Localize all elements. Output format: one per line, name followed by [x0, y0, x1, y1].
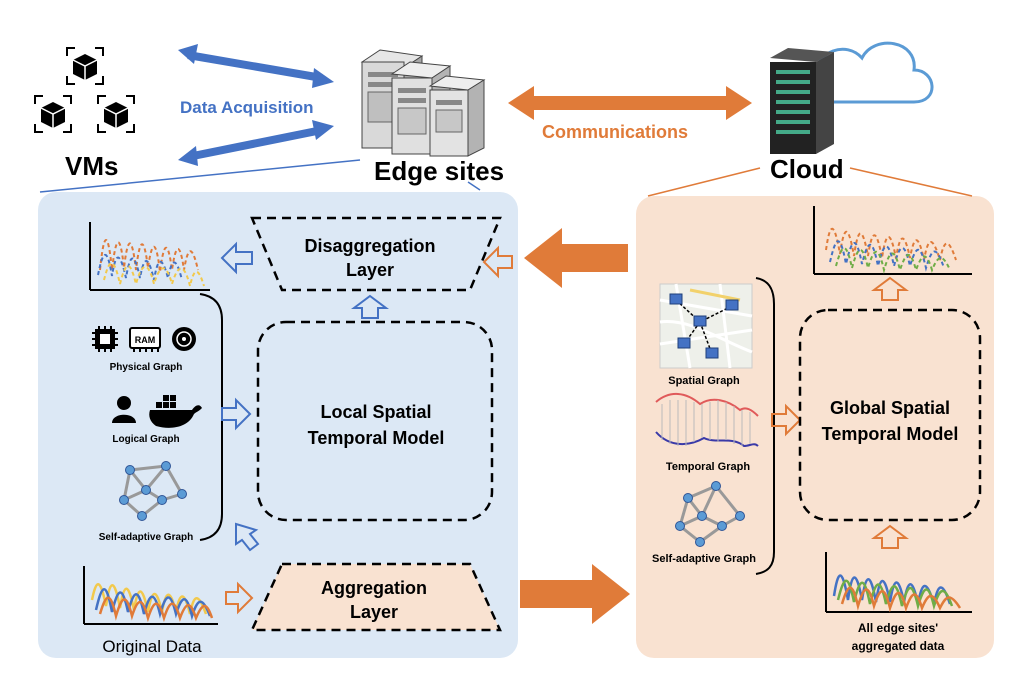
vm-cube-icon	[97, 95, 135, 133]
ram-icon	[129, 327, 161, 352]
disaggregation-label-line2: Layer	[346, 260, 394, 280]
aggregated-data-chart	[825, 552, 972, 613]
cloud-bracket	[755, 277, 775, 575]
edge-connector-right	[467, 181, 481, 191]
local-model-box	[256, 320, 494, 522]
physical-graph-label: Physical Graph	[110, 362, 183, 373]
hollow-arrow-up-global-bottom	[871, 524, 909, 549]
hollow-arrow-up-global-top	[871, 276, 909, 301]
original-data-label: Original Data	[102, 637, 202, 656]
cloud-connector-left	[647, 167, 761, 197]
temporal-graph-icon	[655, 393, 759, 448]
hollow-arrow-right	[221, 397, 252, 431]
hollow-arrow-diagonal	[235, 522, 260, 552]
communications-arrow	[508, 86, 752, 120]
aggregation-label-line1: Aggregation	[321, 578, 427, 598]
edge-server-icon	[360, 49, 486, 157]
global-model-label-line1: Global Spatial	[830, 398, 950, 418]
user-icon	[112, 396, 136, 423]
aggregated-data-label-line2: aggregated data	[852, 639, 945, 653]
hollow-arrow-orange-left	[482, 245, 513, 279]
local-model-label-line1: Local Spatial	[320, 402, 431, 422]
aggregation-label-line2: Layer	[350, 602, 398, 622]
hollow-arrow-to-global	[771, 403, 802, 437]
self-adaptive-graph-icon	[119, 461, 187, 521]
temporal-graph-label: Temporal Graph	[666, 461, 750, 473]
vm-cube-icon	[34, 95, 72, 133]
data-acquisition-arrows	[178, 44, 334, 166]
communications-label: Communications	[542, 122, 688, 142]
vms-label: VMs	[65, 151, 118, 181]
cloud-self-adaptive-graph-icon	[675, 481, 745, 547]
cloud-label: Cloud	[770, 154, 844, 184]
cloud-self-adaptive-label: Self-adaptive Graph	[652, 553, 756, 565]
hollow-arrow-up	[351, 294, 389, 319]
edge-to-cloud-arrow	[520, 564, 630, 624]
hollow-arrow-to-aggregation	[225, 581, 254, 615]
edge-sites-label: Edge sites	[374, 156, 504, 186]
disaggregation-layer-box	[250, 216, 502, 292]
cpu-icon	[92, 326, 118, 352]
ram-icon-label: RAM	[135, 335, 156, 345]
logical-graph-label: Logical Graph	[112, 434, 179, 445]
aggregation-layer-box	[250, 562, 502, 632]
vm-cube-icon	[66, 47, 104, 85]
data-acquisition-label: Data Acquisition	[180, 98, 314, 117]
aggregated-data-label-line1: All edge sites'	[858, 621, 938, 635]
global-predicted-chart	[813, 206, 972, 275]
global-model-label-line2: Temporal Model	[822, 424, 959, 444]
docker-icon	[149, 395, 202, 428]
global-model-box	[798, 308, 982, 522]
edge-panel	[38, 192, 518, 658]
disaggregation-label-line1: Disaggregation	[304, 236, 435, 256]
original-data-chart	[83, 566, 218, 625]
hollow-arrow-left	[220, 241, 253, 275]
spatial-graph-map-icon	[659, 283, 753, 369]
spatial-graph-label: Spatial Graph	[668, 375, 740, 387]
predicted-data-chart	[89, 222, 210, 291]
edge-connector-left	[39, 159, 361, 193]
disk-icon	[172, 327, 196, 351]
cloud-connector-right	[849, 167, 973, 197]
cloud-server-icon	[770, 48, 834, 154]
cloud-to-edge-arrow	[524, 228, 628, 288]
edge-self-adaptive-label: Self-adaptive Graph	[99, 532, 193, 543]
local-model-label-line2: Temporal Model	[308, 428, 445, 448]
